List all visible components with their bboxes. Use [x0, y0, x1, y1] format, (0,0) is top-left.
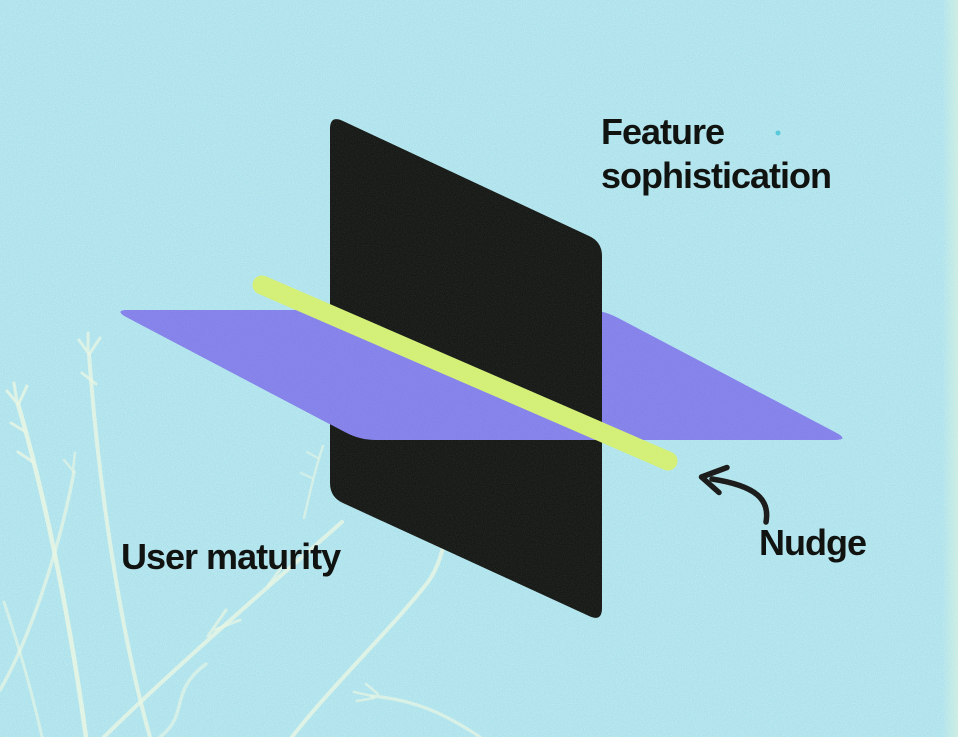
- label-feature-sophistication: Feature sophistication: [601, 111, 832, 196]
- label-nudge: Nudge: [759, 522, 867, 563]
- label-user-maturity: User maturity: [121, 536, 341, 577]
- paper-edge-highlight: [942, 0, 958, 737]
